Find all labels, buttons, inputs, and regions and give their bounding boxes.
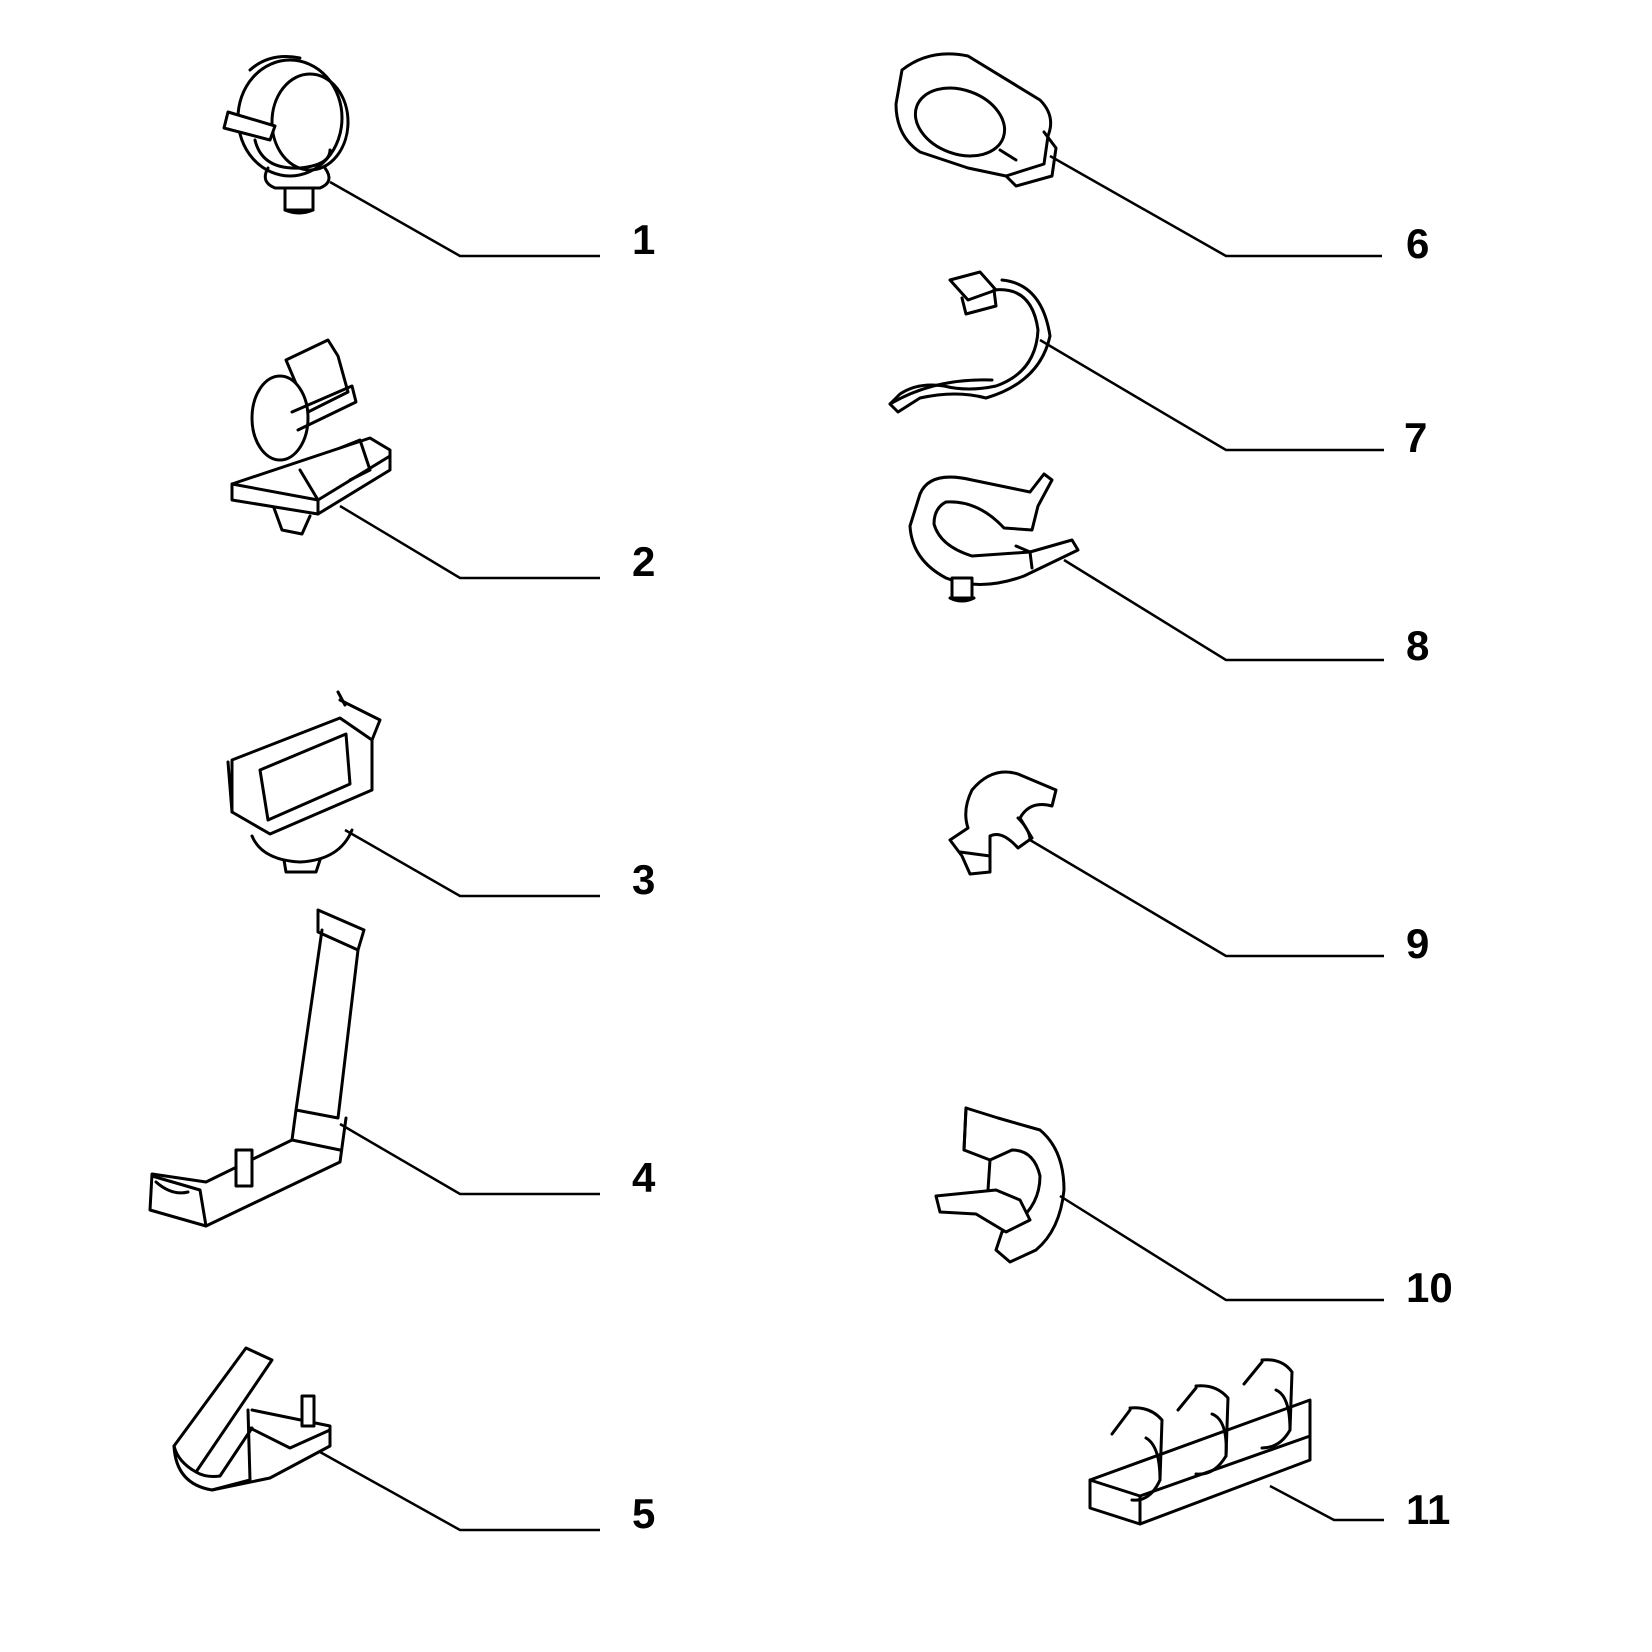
part-1-round-clip	[222, 55, 350, 215]
callout-4: 4	[632, 1154, 656, 1201]
callout-2: 2	[632, 538, 655, 585]
part-2-bracket-clip	[230, 338, 392, 536]
callout-7: 7	[1404, 414, 1427, 461]
leader-6	[1049, 154, 1382, 258]
leader-3	[344, 828, 600, 898]
callout-5: 5	[632, 1490, 655, 1537]
leader-1	[329, 180, 600, 258]
part-9-hook-clip	[948, 770, 1058, 876]
callout-11: 11	[1406, 1486, 1450, 1533]
leader-11	[1269, 1484, 1384, 1522]
part-7-cable-tie	[888, 270, 1052, 414]
part-6-oval-clip	[894, 52, 1058, 188]
callout-10: 10	[1406, 1264, 1453, 1311]
leader-5	[319, 1450, 600, 1532]
leader-8	[1063, 558, 1384, 662]
leader-2	[339, 504, 600, 580]
callout-3: 3	[632, 856, 655, 903]
part-10-c-clip	[934, 1106, 1066, 1264]
leader-4	[339, 1122, 600, 1196]
part-8-loop-clip	[908, 472, 1080, 603]
leader-7	[1039, 338, 1384, 452]
part-5-spring-clip	[172, 1346, 332, 1492]
part-3-rect-clip	[226, 690, 382, 874]
part-11-triple-holder	[1088, 1358, 1312, 1526]
part-4-l-bracket	[148, 908, 366, 1228]
callout-1: 1	[632, 216, 655, 263]
leader-9	[1029, 838, 1384, 958]
callout-9: 9	[1406, 920, 1429, 967]
leader-10	[1059, 1194, 1384, 1302]
callout-6: 6	[1406, 220, 1429, 267]
callout-8: 8	[1406, 622, 1429, 669]
